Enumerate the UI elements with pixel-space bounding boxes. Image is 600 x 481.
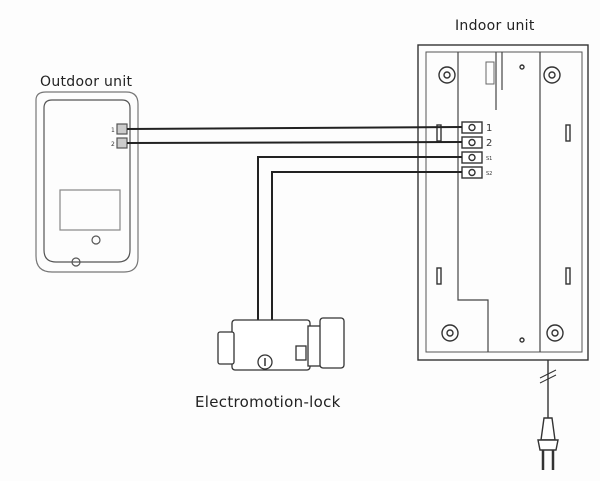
wire-s1 [257,156,462,322]
wire-s2 [271,171,462,322]
outdoor-terminal-1-label: 1 [111,127,115,134]
wire-1 [126,126,463,130]
indoor-terminal-2-label: 2 [486,138,492,149]
outdoor-unit-label: Outdoor unit [40,74,133,90]
power-plug [537,360,559,470]
electromotion-lock [217,317,345,371]
indoor-unit-label: Indoor unit [455,18,535,34]
outdoor-unit [35,91,139,273]
lock-label: Electromotion-lock [195,393,341,411]
indoor-terminal-1-label: 1 [486,123,492,134]
indoor-unit [417,44,589,361]
wire-2 [126,141,463,144]
indoor-terminal-s2-label: S2 [486,171,492,177]
indoor-terminal-s1-label: S1 [486,156,492,162]
wires [126,126,463,322]
outdoor-terminal-2-label: 2 [111,141,115,148]
